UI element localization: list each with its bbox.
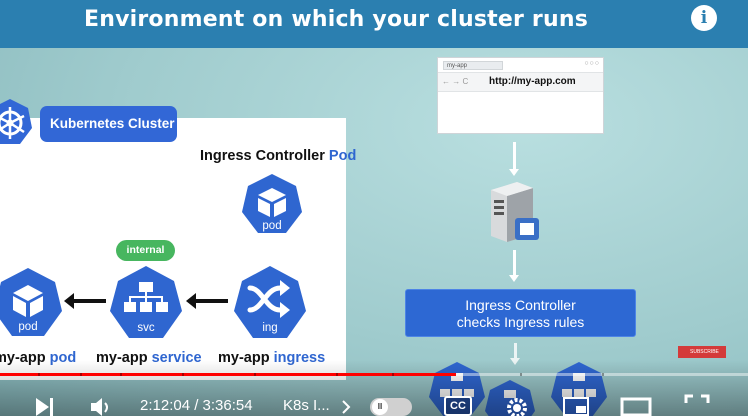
progress-bar[interactable] bbox=[0, 373, 748, 376]
service-icon: svc bbox=[108, 264, 184, 340]
caption-app-pod-accent: pod bbox=[49, 350, 77, 366]
caption-ingress-main: my-app bbox=[218, 350, 270, 366]
ingress-icon: ing bbox=[232, 264, 308, 340]
chapter-marker bbox=[38, 373, 40, 376]
controller-to-services-arrow bbox=[510, 343, 520, 365]
chapter-title[interactable]: K8s I... bbox=[283, 397, 330, 414]
caption-service-accent: service bbox=[151, 350, 202, 366]
ic-box-line1: Ingress Controller bbox=[465, 297, 576, 313]
pod-top-label: pod bbox=[262, 220, 282, 232]
ic-title-accent: Pod bbox=[328, 148, 357, 164]
chevron-right-icon[interactable] bbox=[341, 399, 351, 415]
theater-mode-icon[interactable] bbox=[620, 396, 652, 416]
pod-left-label: pod bbox=[18, 321, 38, 333]
fullscreen-icon[interactable] bbox=[684, 394, 710, 416]
settings-gear-icon[interactable] bbox=[504, 395, 530, 416]
chapter-marker bbox=[80, 373, 82, 376]
svc-to-pod-arrow bbox=[64, 293, 106, 309]
ic-box-line2: checks Ingress rules bbox=[456, 314, 585, 330]
browser-tab: my-app bbox=[443, 61, 503, 70]
chapter-marker bbox=[120, 373, 122, 376]
cluster-label: Kubernetes Cluster bbox=[40, 106, 177, 142]
playback-time: 2:12:04 / 3:36:54 bbox=[140, 397, 253, 414]
volume-icon[interactable] bbox=[90, 397, 112, 416]
ingress-controller-pod-icon: pod bbox=[240, 172, 304, 236]
internal-badge: internal bbox=[116, 240, 175, 261]
ic-title-main: Ingress Controller bbox=[200, 148, 325, 164]
captions-button[interactable]: CC bbox=[444, 396, 472, 416]
browser-url: http://my-app.com bbox=[489, 76, 576, 87]
browser-address-bar: ← → C http://my-app.com bbox=[438, 72, 603, 92]
kubernetes-logo-icon bbox=[0, 99, 32, 144]
miniplayer-icon[interactable] bbox=[562, 396, 590, 416]
caption-ingress-accent: ingress bbox=[273, 350, 326, 366]
info-icon[interactable]: i bbox=[691, 5, 717, 31]
chapter-marker bbox=[520, 373, 522, 376]
chapter-marker bbox=[254, 373, 256, 376]
app-pod-icon: pod bbox=[0, 266, 64, 338]
ingress-controller-pod-title: Ingress Controller Pod bbox=[200, 148, 356, 164]
server-icon bbox=[491, 182, 539, 242]
browser-nav-icons: ← → C bbox=[442, 77, 469, 86]
caption-app-pod: my-app pod bbox=[0, 350, 76, 366]
banner-title: Environment on which your cluster runs bbox=[84, 7, 588, 32]
ingress-controller-box: Ingress Controller checks Ingress rules bbox=[405, 289, 636, 337]
autoplay-knob: II bbox=[372, 399, 388, 415]
ing-label: ing bbox=[262, 322, 278, 334]
chapter-marker bbox=[182, 373, 184, 376]
svc-label: svc bbox=[137, 322, 155, 334]
caption-ingress: my-app ingress bbox=[218, 350, 325, 366]
subscribe-watermark[interactable]: SUBSCRIBE bbox=[678, 346, 726, 358]
service-icon-bottom-2 bbox=[484, 378, 536, 416]
chapter-marker bbox=[392, 373, 394, 376]
browser-window-controls: ○○○ bbox=[584, 60, 600, 67]
browser-to-server-arrow bbox=[509, 142, 519, 176]
caption-app-pod-main: my-app bbox=[0, 350, 46, 366]
progress-played bbox=[0, 373, 456, 376]
browser-window: my-app ○○○ ← → C http://my-app.com bbox=[437, 57, 604, 134]
chapter-marker bbox=[336, 373, 338, 376]
title-banner: Environment on which your cluster runs i bbox=[0, 0, 748, 48]
next-video-icon[interactable] bbox=[34, 397, 56, 416]
chapter-marker bbox=[602, 373, 604, 376]
server-to-controller-arrow bbox=[509, 250, 519, 282]
autoplay-toggle[interactable]: II bbox=[370, 398, 412, 416]
caption-service-main: my-app bbox=[96, 350, 148, 366]
ing-to-svc-arrow bbox=[186, 293, 228, 309]
caption-service: my-app service bbox=[96, 350, 202, 366]
